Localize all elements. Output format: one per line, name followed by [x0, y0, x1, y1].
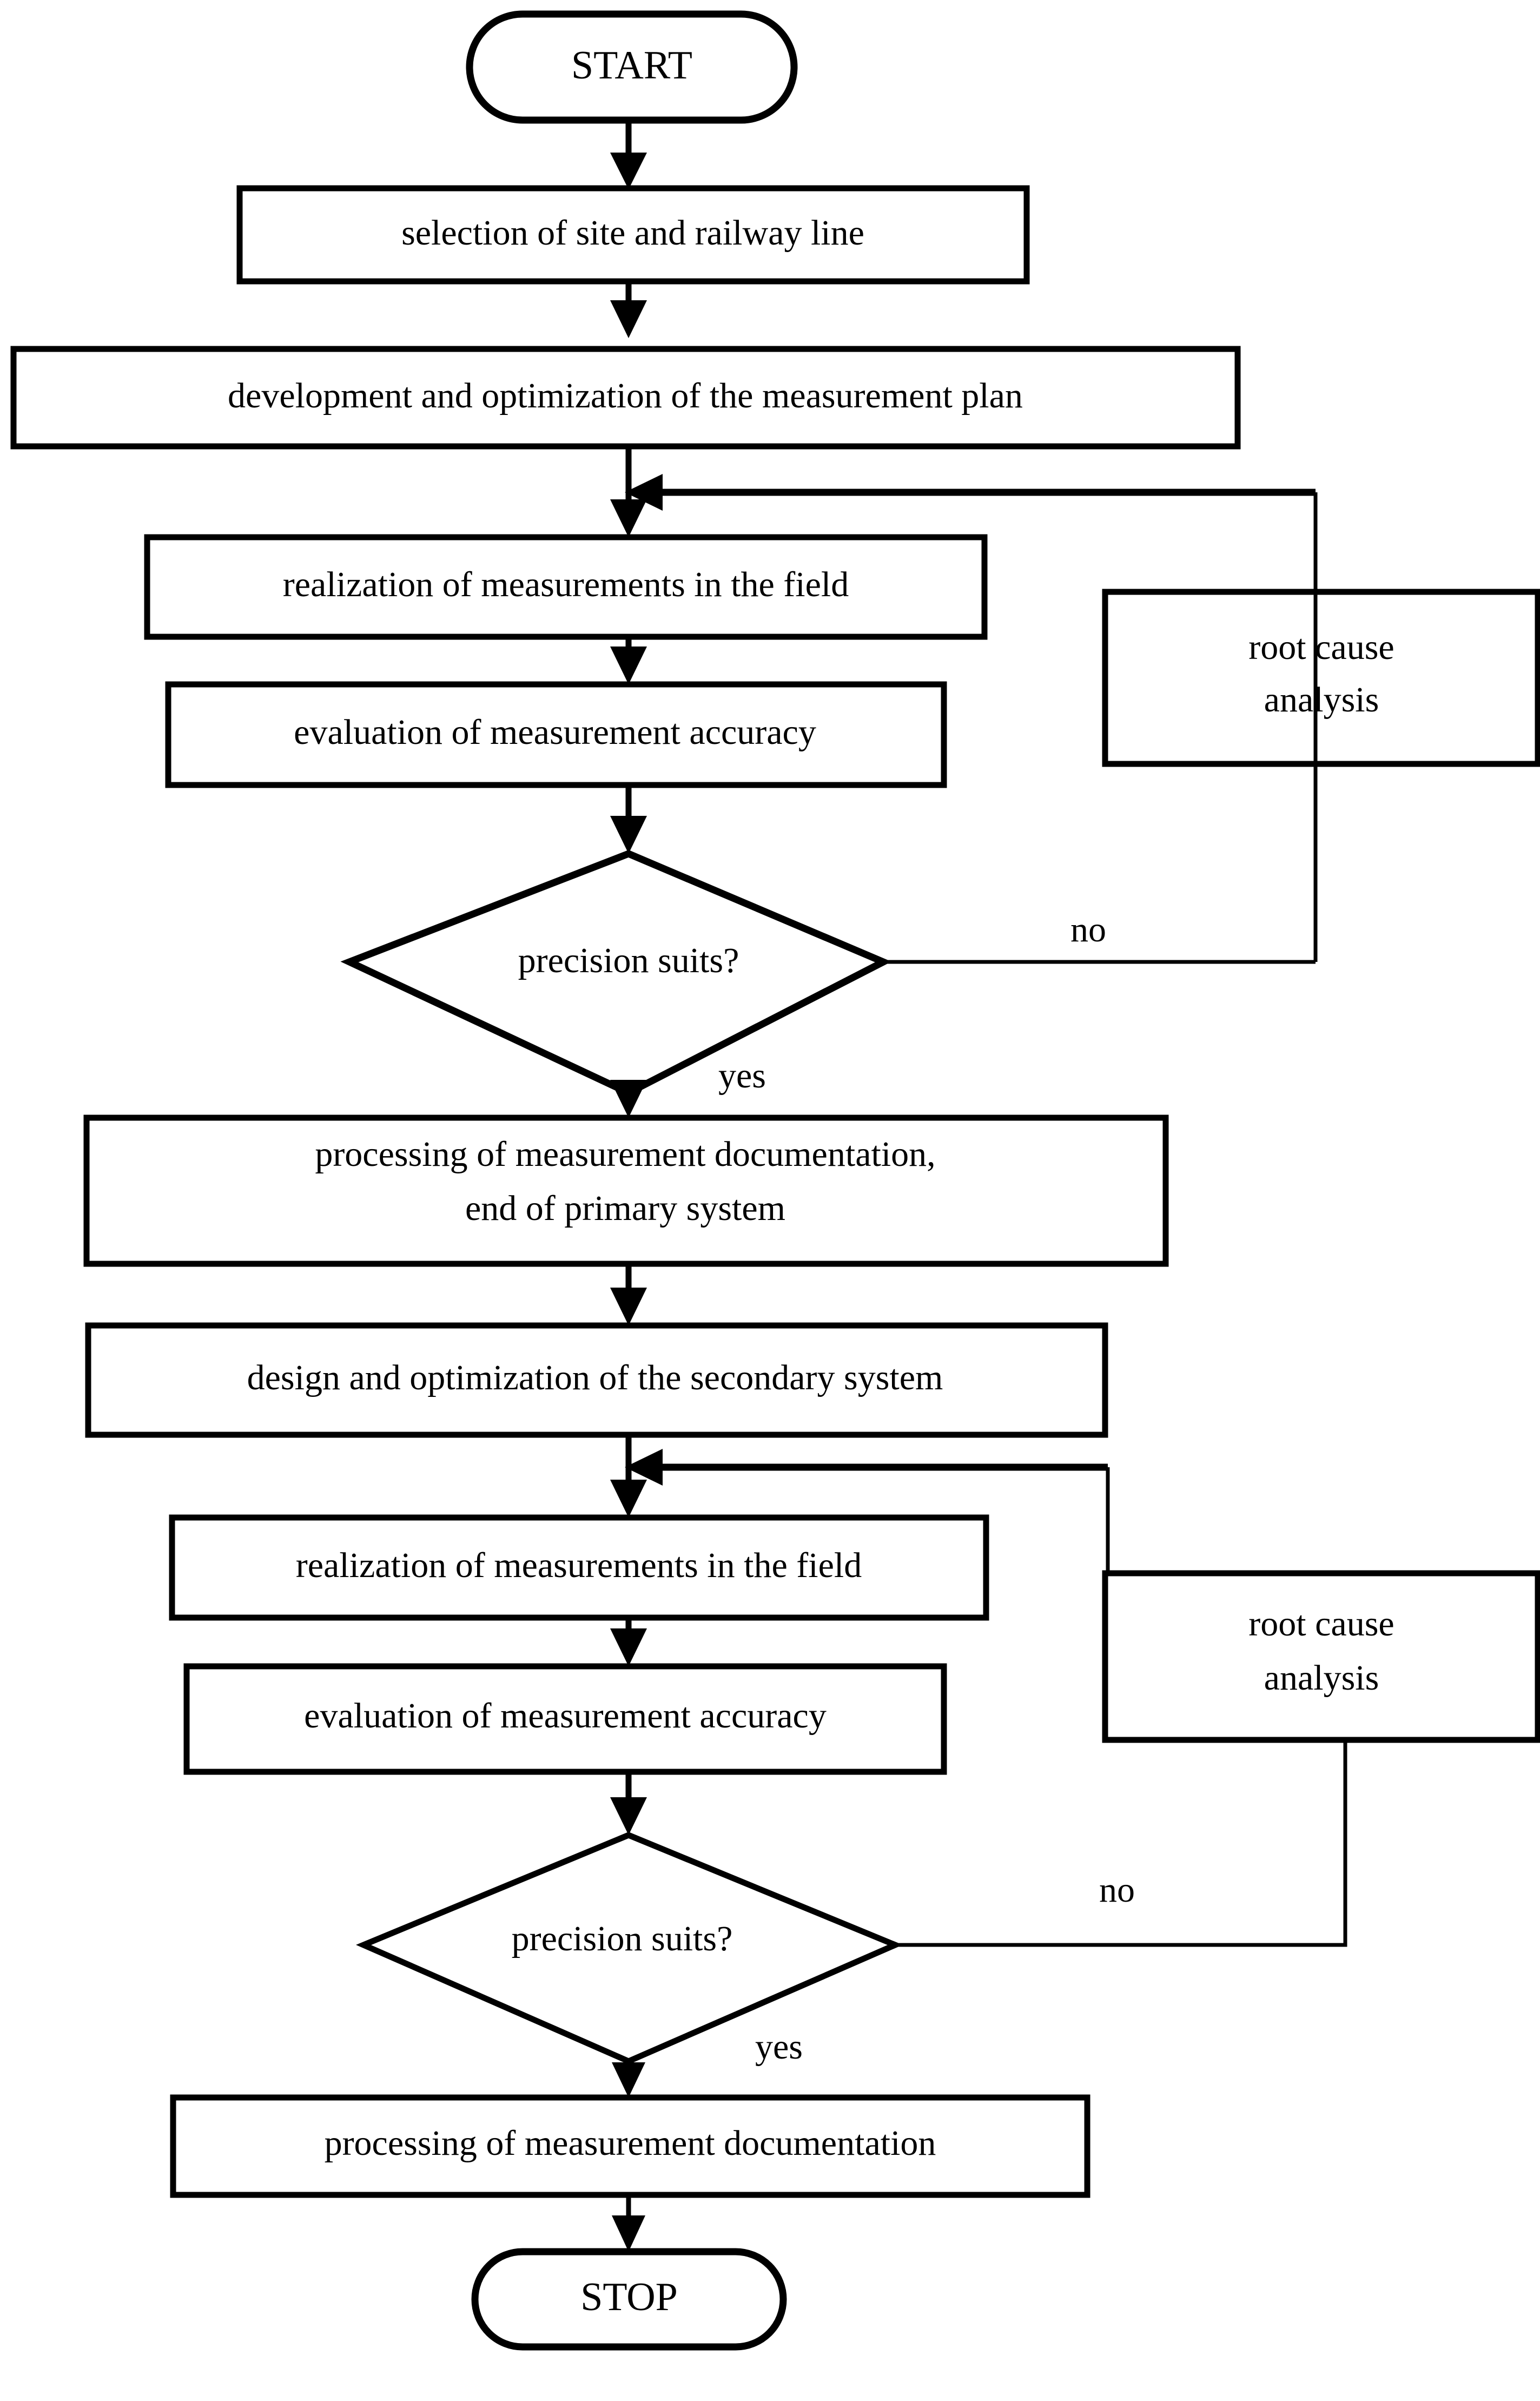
node-root-cause-1-label-line1: root cause [1248, 628, 1394, 667]
node-root-cause-1-label-line2: analysis [1264, 680, 1379, 720]
node-accuracy-2-label: evaluation of measurement accuracy [304, 1696, 827, 1736]
connector-loopback-1 [625, 474, 1318, 962]
node-stop-label: STOP [580, 2275, 678, 2319]
node-secondary-design-label: design and optimization of the secondary… [247, 1358, 943, 1397]
node-stop[interactable]: STOP [471, 2248, 787, 2351]
connector-accuracy1-to-decision1 [610, 784, 647, 854]
connector-decision2-yes [612, 2061, 645, 2097]
node-secondary-design[interactable]: design and optimization of the secondary… [85, 1322, 1108, 1438]
connector-measurements2-to-accuracy2 [610, 1618, 647, 1666]
node-root-cause-2[interactable]: root cause analysis [1102, 1570, 1540, 1743]
node-root-cause-1[interactable]: root cause analysis [1102, 589, 1540, 767]
node-start[interactable]: START [466, 10, 798, 124]
node-documentation-primary-label-line1: processing of measurement documentation, [315, 1134, 935, 1174]
edge-label-yes-2: yes [755, 2027, 803, 2067]
node-decision-2[interactable]: precision suits? [355, 1832, 903, 2065]
connector-accuracy2-to-decision2 [610, 1772, 647, 1835]
node-root-cause-2-label-line2: analysis [1264, 1658, 1379, 1698]
connector-site-to-plan [610, 280, 647, 338]
node-start-label: START [571, 43, 692, 88]
node-accuracy-2[interactable]: evaluation of measurement accuracy [183, 1663, 947, 1775]
node-site-selection-label: selection of site and railway line [401, 213, 864, 253]
node-documentation-primary[interactable]: processing of measurement documentation,… [83, 1114, 1169, 1267]
connector-secondary-to-measurements2 [610, 1435, 647, 1518]
node-documentation-final-label: processing of measurement documentation [325, 2123, 936, 2163]
edge-label-yes-1: yes [718, 1056, 766, 1096]
node-accuracy-1[interactable]: evaluation of measurement accuracy [165, 681, 947, 788]
node-decision-2-label: precision suits? [512, 1919, 733, 1958]
connector-measurements1-to-accuracy1 [610, 636, 647, 684]
node-root-cause-2-label-line1: root cause [1248, 1604, 1394, 1644]
node-plan-development-label: development and optimization of the meas… [228, 376, 1023, 415]
connector-start-to-site [610, 120, 647, 189]
edge-label-no-1: no [1070, 910, 1106, 949]
node-measurements-1-label: realization of measurements in the field [283, 565, 849, 604]
node-plan-development[interactable]: development and optimization of the meas… [10, 346, 1241, 450]
node-accuracy-1-label: evaluation of measurement accuracy [294, 713, 816, 752]
connector-decision2-no [895, 1739, 1347, 1947]
connector-loopback-2 [625, 1449, 1110, 1573]
connector-docfinal-to-stop [612, 2194, 645, 2252]
node-decision-1-label: precision suits? [518, 941, 739, 980]
node-measurements-2[interactable]: realization of measurements in the field [169, 1514, 989, 1621]
node-measurements-2-label: realization of measurements in the field [296, 1546, 862, 1585]
edge-label-no-2: no [1099, 1870, 1135, 1910]
connector-docprimary-to-secondary [610, 1263, 647, 1325]
node-measurements-1[interactable]: realization of measurements in the field [144, 534, 988, 640]
connector-plan-to-measurements1 [610, 446, 647, 537]
node-site-selection[interactable]: selection of site and railway line [236, 185, 1030, 285]
node-documentation-final[interactable]: processing of measurement documentation [170, 2094, 1090, 2198]
node-documentation-primary-label-line2: end of primary system [465, 1189, 785, 1228]
node-decision-1[interactable]: precision suits? [340, 849, 892, 1097]
